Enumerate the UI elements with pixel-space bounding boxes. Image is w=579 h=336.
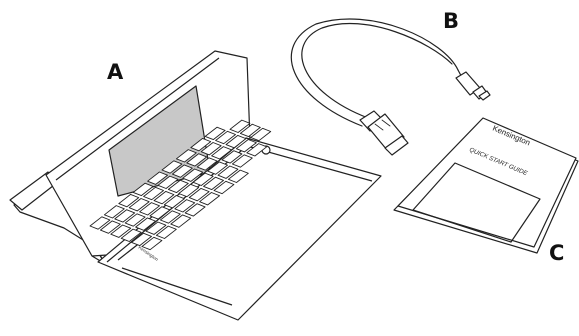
usb-charging-cable <box>291 19 490 155</box>
micro-usb-plug <box>456 72 490 100</box>
cable-coil-outer <box>302 23 452 118</box>
quick-start-guide-booklet: Kensington QUICK START GUIDE <box>394 118 578 253</box>
callout-a: A <box>107 62 123 83</box>
keyboard-folio-case: Kensington <box>10 51 381 320</box>
booklet-cover <box>398 118 576 247</box>
callout-b: B <box>443 11 459 32</box>
usb-a-plug <box>360 111 408 155</box>
cable-coil-inner <box>291 19 458 126</box>
callout-c: C <box>549 243 564 264</box>
